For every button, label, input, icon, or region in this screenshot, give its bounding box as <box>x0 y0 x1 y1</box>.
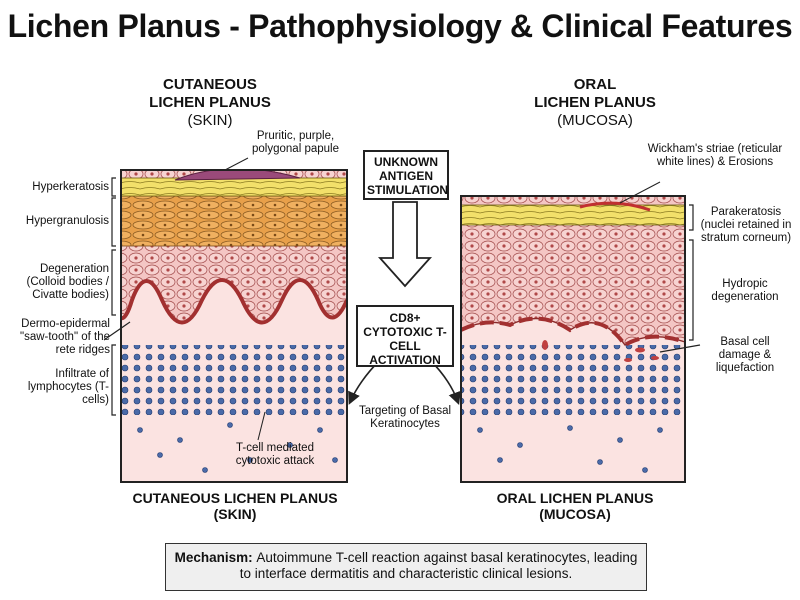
keratin-layer <box>121 177 347 197</box>
mechanism-text: Autoimmune T-cell reaction against basal… <box>239 550 638 581</box>
label-hyperkeratosis: Hyperkeratosis <box>32 181 109 193</box>
left-panel-heading: CUTANEOUS LICHEN PLANUS (SKIN) <box>120 76 300 130</box>
mechanism-label: Mechanism: <box>174 550 257 565</box>
lymphocyte-infiltrate <box>121 345 347 415</box>
label-parakeratosis: Parakeratosis (nuclei retained in stratu… <box>700 206 792 244</box>
striae-leader <box>619 181 661 204</box>
cutaneous-tissue <box>121 170 347 482</box>
box-antigen: UNKNOWN ANTIGEN STIMULATION <box>363 150 449 200</box>
callout-striae: Wickham's striae (reticular white lines)… <box>647 143 783 168</box>
left-heading-line1: CUTANEOUS <box>163 76 257 93</box>
right-footer-line1: ORAL LICHEN PLANUS <box>496 490 654 506</box>
flow-arrow-down <box>377 201 433 288</box>
box-cd8: CD8+ CYTOTOXIC T-CELL ACTIVATION <box>356 305 454 367</box>
attack-leader <box>257 411 266 441</box>
left-footer: CUTANEOUS LICHEN PLANUS (SKIN) <box>100 490 370 522</box>
basal-fragments <box>542 340 659 362</box>
oral-basal-layer <box>461 316 685 348</box>
label-hypergranulosis: Hypergranulosis <box>25 215 109 227</box>
basal-layer <box>121 278 347 325</box>
callout-papule: Pruritic, purple, polygonal papule <box>252 130 339 155</box>
label-basal: Basal cell damage & liquefaction <box>715 336 775 374</box>
right-heading-line1: ORAL <box>573 76 617 93</box>
label-sawtooth: Dermo-epidermal "saw-tooth" of the rete … <box>20 318 110 356</box>
right-footer: ORAL LICHEN PLANUS (MUCOSA) <box>460 490 690 522</box>
label-degeneration: Degeneration (Colloid bodies / Civatte b… <box>26 263 109 301</box>
parakeratosis-layer <box>461 204 685 226</box>
left-brackets <box>103 177 131 416</box>
left-heading-sub: (SKIN) <box>187 112 233 129</box>
left-footer-line2: (SKIN) <box>213 506 257 522</box>
left-heading-line2: LICHEN PLANUS <box>149 94 271 111</box>
right-heading-line2: LICHEN PLANUS <box>534 94 656 111</box>
papule <box>174 170 301 181</box>
right-panel-heading: ORAL LICHEN PLANUS (MUCOSA) <box>500 76 690 130</box>
oral-tissue <box>461 196 685 482</box>
label-infiltrate: Infiltrate of lymphocytes (T-cells) <box>27 368 109 406</box>
oral-lymphocyte-infiltrate <box>461 345 685 415</box>
left-footer-line1: CUTANEOUS LICHEN PLANUS <box>132 490 338 506</box>
right-footer-line2: (MUCOSA) <box>539 506 611 522</box>
erosion <box>579 201 651 212</box>
right-brackets <box>659 204 701 353</box>
mechanism-box: Mechanism: Autoimmune T-cell reaction ag… <box>165 543 647 591</box>
page-title: Lichen Planus - Pathophysiology & Clinic… <box>7 8 793 44</box>
label-targeting: Targeting of Basal Keratinocytes <box>358 405 452 430</box>
granular-layer <box>121 195 347 247</box>
left-panel-frame <box>120 169 348 483</box>
right-heading-sub: (MUCOSA) <box>557 112 633 129</box>
right-panel-frame <box>460 195 686 483</box>
papule-leader <box>224 157 249 171</box>
label-hydropic: Hydropic degeneration <box>711 278 779 303</box>
label-attack: T-cell mediated cytotoxic attack <box>235 442 315 467</box>
